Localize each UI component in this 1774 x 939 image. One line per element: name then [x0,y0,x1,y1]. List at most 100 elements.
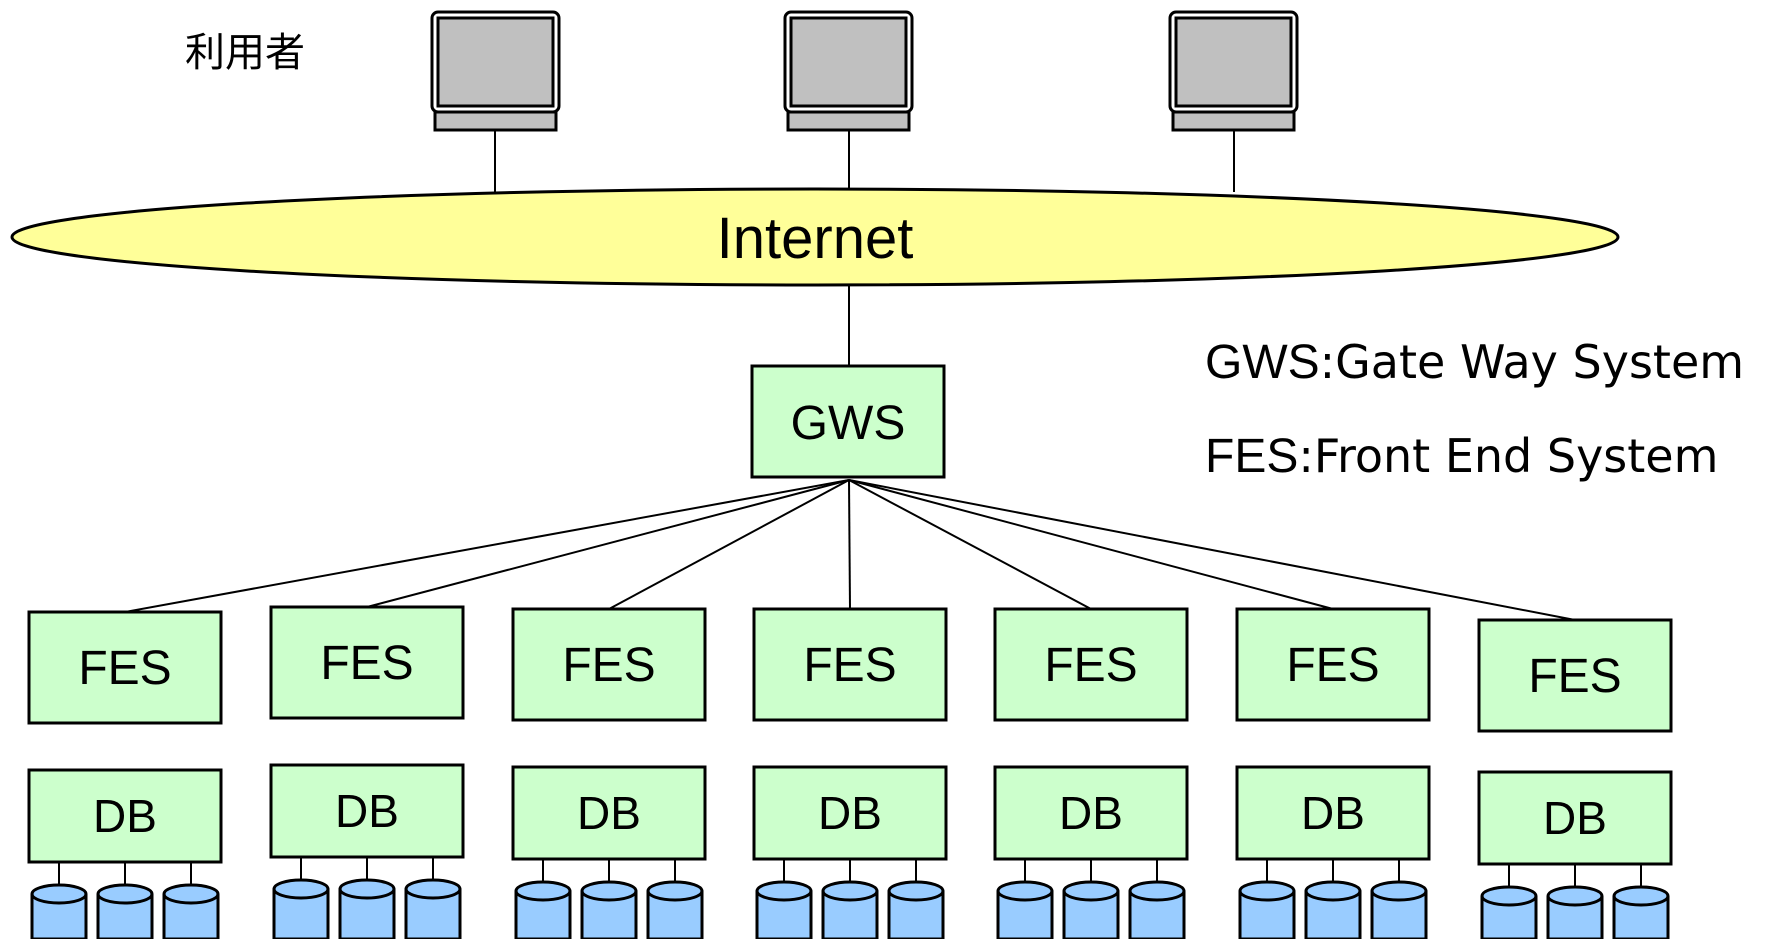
legend-gws-prefix: GWS [1205,336,1320,389]
gws-node: GWS [750,364,946,479]
disk-top [1546,885,1604,907]
monitor-base [786,110,911,132]
fes-db-column: FES DB [1235,607,1431,939]
monitor-screen [436,16,555,108]
disk-cylinder-icon [1304,880,1362,939]
legend: GWS:Gate Way System FES:Front End System [1205,335,1744,483]
fes-box [993,607,1189,722]
disk-body [162,894,220,939]
disk-top [1128,880,1186,902]
internet-label: Internet [717,206,914,271]
disk-cylinder-icon [1062,880,1120,939]
disk-body [755,891,813,939]
db-label: DB [1301,787,1365,839]
fes-label: FES [803,639,896,692]
internet-ellipse [10,187,1620,287]
disk-top [1370,880,1428,902]
disk-cylinder-icon [96,883,154,939]
disk-top [887,880,945,902]
fes-label: FES [320,637,413,690]
gws-fes-link [124,479,850,613]
disk-body [646,891,704,939]
db-box [511,765,707,861]
disk-body [1546,896,1604,939]
fes-node: FES [1235,607,1431,722]
db-node: DB [269,763,465,859]
disk-top [162,883,220,905]
gws-fes-link [848,479,1092,610]
storage-disks [30,862,220,939]
disk-body [30,894,88,939]
storage-disks [996,859,1186,939]
disk-cylinder-icon [1546,885,1604,939]
disk-top [1062,880,1120,902]
fes-box [1477,618,1673,733]
gws-fes-link [848,479,1576,621]
internet-cloud: Internet [10,187,1620,287]
fes-db-column: FES DB [269,605,465,939]
db-label: DB [818,787,882,839]
db-box [269,763,465,859]
gws-fes-link [848,479,851,610]
disk-body [1612,896,1670,939]
disk-cylinder-icon [514,880,572,939]
fes-node: FES [752,607,948,722]
user-terminals [430,10,1299,132]
legend-fes: FES:Front End System [1205,429,1718,483]
storage-disks [514,859,704,939]
monitor-screen [1174,16,1293,108]
disk-body [514,891,572,939]
disk-cylinder-icon [821,880,879,939]
db-box [993,765,1189,861]
db-node: DB [752,765,948,861]
db-node: DB [993,765,1189,861]
db-node: DB [1477,770,1673,866]
disk-top [404,878,462,900]
fes-db-column: FES DB [1477,618,1673,939]
disk-body [404,889,462,939]
disk-top [1238,880,1296,902]
fes-node: FES [1477,618,1673,733]
disk-cylinder-icon [1612,885,1670,939]
fes-db-column: FES DB [752,607,948,939]
db-label: DB [1059,787,1123,839]
disk-body [887,891,945,939]
user-label: 利用者 [185,30,305,76]
fes-box [1235,607,1431,722]
db-node: DB [511,765,707,861]
disk-cylinder-icon [162,883,220,939]
disk-top [30,883,88,905]
fes-box [511,607,707,722]
fes-label: FES [1528,650,1621,703]
storage-disks [1238,859,1428,939]
gws-box [750,364,946,479]
disk-top [646,880,704,902]
disk-top [1612,885,1670,907]
gws-fes-link [848,479,1334,610]
db-node: DB [27,768,223,864]
disk-body [821,891,879,939]
legend-gws: GWS:Gate Way System [1205,335,1744,389]
db-label: DB [577,787,641,839]
disk-cylinder-icon [1128,880,1186,939]
disk-cylinder-icon [580,880,638,939]
storage-disks [755,859,945,939]
db-box [752,765,948,861]
disk-body [338,889,396,939]
fes-box [269,605,465,720]
monitor-icon [1168,10,1299,132]
disk-top [96,883,154,905]
db-node: DB [1235,765,1431,861]
disk-top [1304,880,1362,902]
disk-body [1480,896,1538,939]
fes-box [27,610,223,725]
db-label: DB [335,785,399,837]
legend-gws-desc: :Gate Way System [1320,335,1744,389]
disk-cylinder-icon [996,880,1054,939]
disk-body [1128,891,1186,939]
disk-cylinder-icon [887,880,945,939]
